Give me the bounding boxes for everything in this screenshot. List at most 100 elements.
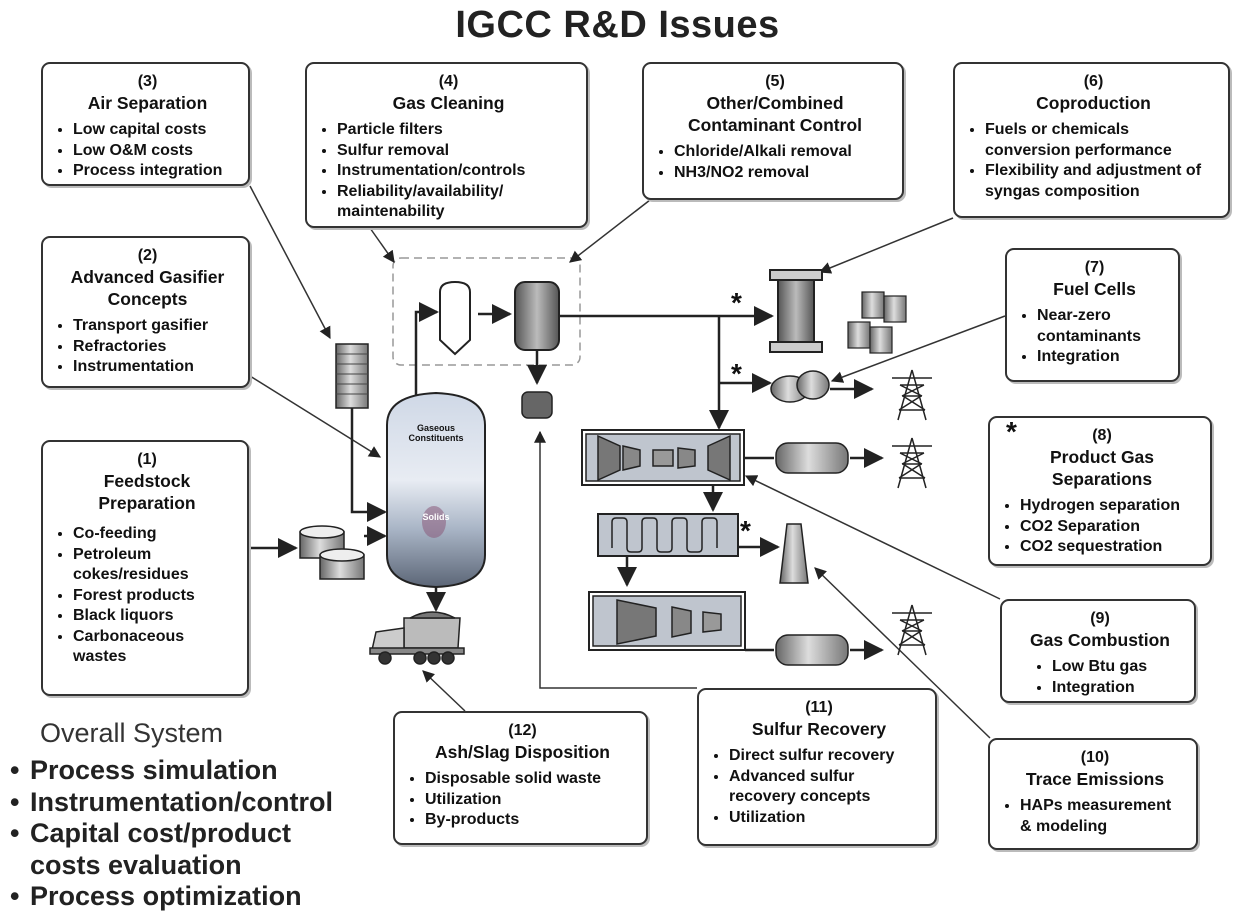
list-item: NH3/NO2 removal: [674, 163, 892, 184]
list-item: Process integration: [73, 161, 238, 182]
item-list: Near-zero contaminants Integration: [1021, 306, 1168, 368]
heat-recovery-steam-generator: [597, 513, 739, 557]
list-item: Black liquors: [73, 606, 237, 627]
box-gas-combustion: (9) Gas Combustion Low Btu gas Integrati…: [1000, 599, 1196, 703]
list-item: Integration: [1052, 678, 1184, 699]
bullet-icon: •: [10, 786, 20, 817]
arrow-air-separation: [249, 185, 331, 340]
box-feedstock-preparation: (1) Feedstock Preparation Co-feeding Pet…: [41, 440, 249, 696]
diagram-title: IGCC R&D Issues: [455, 4, 780, 46]
list-item: Advanced sulfur recovery concepts: [729, 767, 925, 808]
list-item: Instrumentation/controls: [337, 161, 576, 182]
list-item-text: Process simulation: [30, 755, 278, 785]
star-marker-fuel-cell: *: [731, 358, 742, 389]
overall-system-list: • Process simulation • Instrumentation/con…: [10, 755, 333, 913]
box-heading: Feedstock: [103, 471, 191, 491]
list-item: • Process simulation: [10, 755, 333, 787]
box-number: (6): [1083, 73, 1104, 90]
arrow-ash-slag: [422, 670, 466, 712]
box-advanced-gasifier: (2) Advanced Gasifier Concepts Transport…: [41, 236, 250, 388]
list-item: CO2 Separation: [1020, 517, 1200, 538]
box-ash-slag-disposition: (12) Ash/Slag Disposition Disposable sol…: [393, 711, 648, 845]
list-item: Fuels or chemicals conversion performanc…: [985, 120, 1218, 161]
transmission-tower-1: [892, 369, 932, 421]
transmission-tower-3: [892, 604, 932, 656]
box-number: (7): [1084, 259, 1105, 276]
coproduction-reactor: [769, 269, 823, 353]
star-marker-coproduction: *: [731, 287, 742, 318]
generator-2: [775, 634, 849, 666]
box-number: (12): [508, 722, 537, 739]
item-list: Fuels or chemicals conversion performanc…: [969, 120, 1218, 202]
box-heading: Contaminant Control: [687, 115, 862, 135]
ash-truck: [369, 611, 465, 665]
box-number: (3): [137, 73, 158, 90]
box-heading: Other/Combined: [706, 93, 844, 113]
box-number: (5): [765, 73, 785, 90]
product-drums: [847, 291, 907, 354]
sulfur-recovery-unit: [521, 391, 553, 419]
arrow-sulfur-recovery: [534, 430, 697, 689]
box-product-gas-separations: (8) Product Gas Separations Hydrogen sep…: [988, 416, 1212, 566]
box-sulfur-recovery: (11) Sulfur Recovery Direct sulfur recov…: [697, 688, 937, 846]
arrow-trace-emissions: [814, 567, 991, 739]
particle-filter: [439, 280, 471, 356]
list-item-text: Instrumentation/control: [30, 786, 333, 817]
box-heading: Advanced Gasifier: [70, 267, 225, 287]
box-heading: Sulfur Recovery: [751, 719, 887, 739]
list-item: •Capital cost/product: [10, 818, 333, 850]
list-item: costs evaluation: [10, 850, 333, 882]
list-item: Sulfur removal: [337, 141, 576, 162]
arrow-gas-combustion: [744, 475, 1001, 600]
list-item: Flexibility and adjustment of syngas com…: [985, 161, 1218, 202]
item-list: Transport gasifier Refractories Instrume…: [57, 316, 238, 378]
fuel-cell-unit: [770, 370, 830, 403]
arrow-gasifier: [249, 375, 382, 458]
item-list: Co-feeding Petroleum cokes/residues Fore…: [57, 524, 237, 668]
list-item-text: costs evaluation: [30, 849, 242, 880]
item-list: Low Btu gas Integration: [1016, 657, 1184, 698]
list-item: By-products: [425, 810, 636, 831]
list-item: Disposable solid waste: [425, 769, 636, 790]
list-item: Particle filters: [337, 120, 576, 141]
box-heading: Separations: [1051, 469, 1153, 489]
feed-silos: [299, 525, 365, 580]
box-heading: Preparation: [98, 493, 196, 513]
list-item: Low capital costs: [73, 120, 238, 141]
box-number: (11): [805, 699, 833, 716]
item-list: Chloride/Alkali removal NH3/NO2 removal: [658, 142, 892, 183]
box-heading: Air Separation: [87, 93, 208, 113]
box-heading: Coproduction: [1036, 93, 1151, 113]
box-number: (4): [438, 73, 459, 90]
list-item: Refractories: [73, 337, 238, 358]
box-heading: Concepts: [107, 289, 188, 309]
list-item: Utilization: [425, 790, 636, 811]
list-item: •Process optimization: [10, 881, 333, 913]
generator-1: [775, 442, 849, 474]
star-marker-stack: *: [740, 515, 751, 546]
list-item-text: Capital cost/product: [30, 818, 292, 848]
list-item: • Instrumentation/control: [10, 787, 333, 819]
list-item: Near-zero contaminants: [1037, 306, 1168, 347]
gasifier-label-solids: Solids: [422, 512, 450, 522]
gasifier-label-gaseous: Gaseous Constituents: [408, 423, 464, 443]
box-number: (2): [137, 247, 158, 264]
box-number: (10): [1080, 749, 1110, 766]
bullet-icon: •: [10, 755, 20, 785]
scrubber-vessel: [514, 281, 560, 351]
arrow-coproduction: [818, 217, 954, 274]
item-list: Disposable solid waste Utilization By-pr…: [409, 769, 636, 831]
list-item: Low O&M costs: [73, 141, 238, 162]
arrow-contaminant: [569, 199, 651, 263]
list-item: HAPs measurement & modeling: [1020, 796, 1186, 837]
list-item: Instrumentation: [73, 357, 238, 378]
list-item: Integration: [1037, 347, 1168, 368]
arrow-fuel-cells: [830, 315, 1006, 383]
list-item: Direct sulfur recovery: [729, 746, 925, 767]
box-air-separation: (3) Air Separation Low capital costs Low…: [41, 62, 250, 186]
arrow-gas-cleaning: [369, 227, 395, 263]
box-heading: Fuel Cells: [1053, 279, 1136, 299]
list-item: Low Btu gas: [1052, 657, 1184, 678]
box-heading: Trace Emissions: [1025, 769, 1165, 789]
